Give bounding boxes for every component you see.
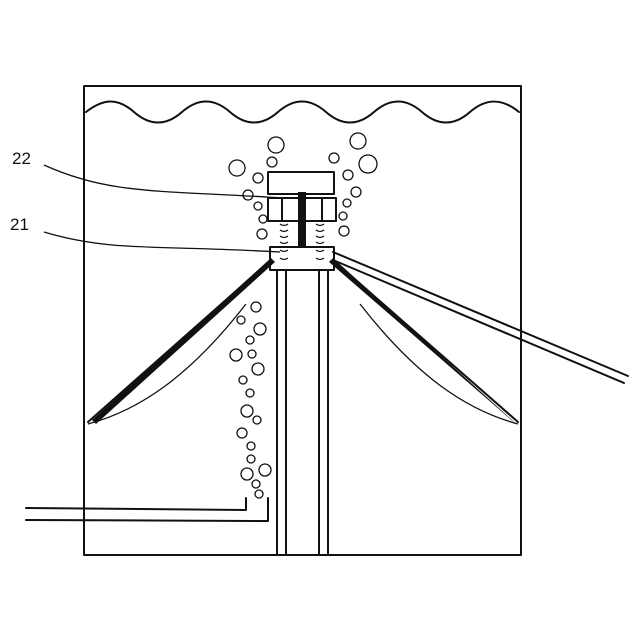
component-21-coupling	[270, 247, 334, 270]
central-pipe	[277, 270, 328, 555]
liquid-surface	[86, 102, 519, 123]
spring-left	[280, 224, 288, 260]
right-blade	[329, 258, 518, 424]
tank-outline	[84, 86, 521, 555]
bubbles	[229, 133, 377, 498]
callout-label-21: 21	[10, 215, 29, 234]
leader-line-21	[44, 232, 280, 252]
spring-right	[316, 224, 324, 260]
top-cap	[268, 172, 334, 194]
inlet-pipe	[26, 498, 268, 521]
inclined-rod	[333, 252, 628, 383]
callout-label-22: 22	[12, 149, 31, 168]
central-shaft	[298, 192, 306, 246]
